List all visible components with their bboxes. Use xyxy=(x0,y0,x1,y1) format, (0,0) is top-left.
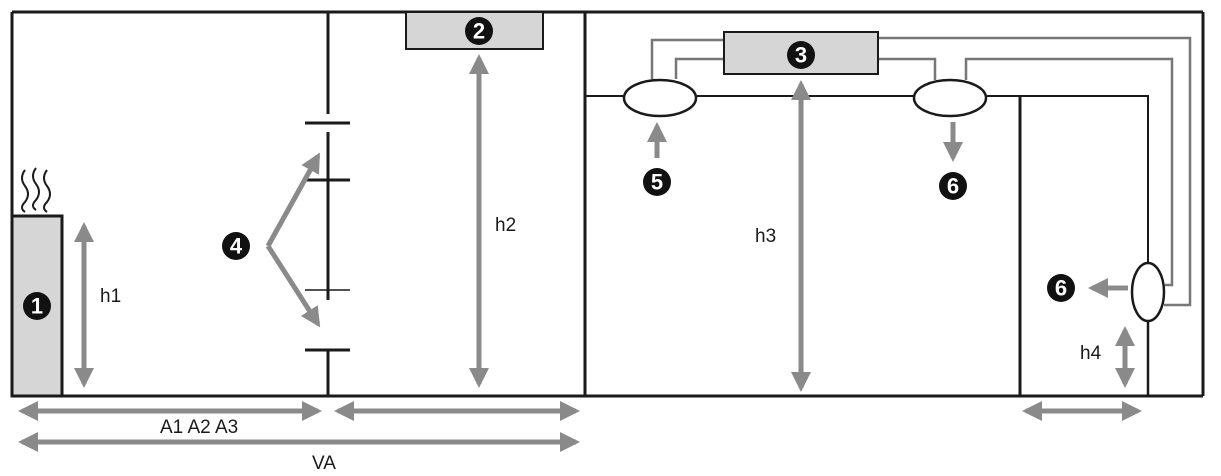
exhaust-valve xyxy=(912,78,988,118)
duct-line xyxy=(878,57,937,80)
marker-3-label: 3 xyxy=(795,43,807,68)
room-walls xyxy=(10,10,1205,398)
heat-source xyxy=(10,167,64,398)
marker-1: 1 xyxy=(23,292,51,320)
heat-wave-icon xyxy=(32,167,40,211)
marker-5: 5 xyxy=(643,168,671,196)
duct-system xyxy=(650,36,1192,396)
marker-1-label: 1 xyxy=(31,294,43,319)
side-exhaust-valve xyxy=(1130,261,1166,323)
marker-6-label: 6 xyxy=(1055,276,1067,301)
rack-arrow-down xyxy=(265,244,321,328)
duct-main-line xyxy=(987,95,1149,262)
rack-column xyxy=(305,12,350,396)
heat-wave-icon xyxy=(43,169,51,213)
marker-3: 3 xyxy=(787,41,815,69)
marker-2: 2 xyxy=(465,17,493,45)
h1-label: h1 xyxy=(100,286,121,307)
duct-line xyxy=(650,38,724,79)
duct-line xyxy=(878,36,1192,307)
h4-label: h4 xyxy=(1080,343,1102,364)
duct-line xyxy=(964,57,1174,287)
marker-4: 4 xyxy=(222,232,250,260)
marker-5-label: 5 xyxy=(651,170,663,195)
marker-4-label: 4 xyxy=(230,234,243,259)
marker-6-side: 6 xyxy=(1047,274,1075,302)
heat-wave-icon xyxy=(21,169,29,213)
va-label: VA xyxy=(312,453,336,474)
a-group-label: A1 A2 A3 xyxy=(160,417,238,438)
supply-valve xyxy=(622,78,698,118)
rack-arrow-up xyxy=(265,152,321,248)
arrows xyxy=(18,54,1142,452)
marker-2-label: 2 xyxy=(473,19,485,44)
marker-6-exhaust: 6 xyxy=(939,172,967,200)
h3-label: h3 xyxy=(755,226,776,247)
duct-line xyxy=(674,57,724,79)
marker-6-label: 6 xyxy=(947,174,959,199)
h2-label: h2 xyxy=(495,215,516,236)
